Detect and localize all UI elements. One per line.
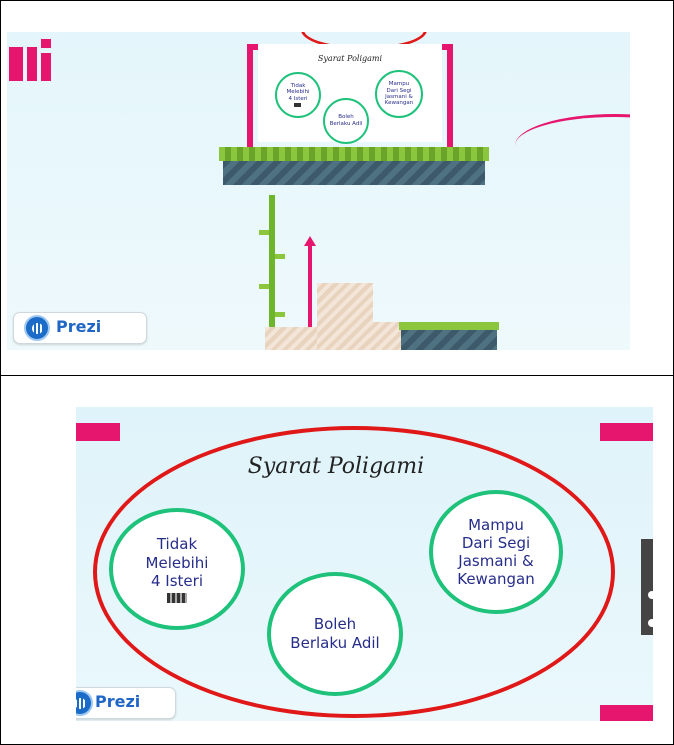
prezi-logo-icon	[76, 690, 93, 716]
slide-title-small: Syarat Poligami	[317, 54, 383, 63]
flag-icon	[294, 103, 302, 108]
prezi-label: Prezi	[56, 317, 102, 336]
pink-logo-fragment	[27, 47, 37, 81]
stone-platform	[223, 161, 485, 185]
vine-leaf	[275, 312, 285, 317]
pink-bar-top-right	[600, 423, 653, 441]
prezi-label: Prezi	[95, 692, 141, 711]
vine	[269, 195, 275, 350]
pink-logo-fragment	[9, 47, 23, 81]
highlight-ellipse	[93, 426, 615, 718]
prezi-badge[interactable]: Prezi	[13, 312, 147, 344]
prezi-badge[interactable]: Prezi	[76, 687, 176, 719]
pink-bar-top-left	[76, 423, 120, 441]
wavy-block	[265, 327, 323, 350]
wavy-block-tall	[317, 283, 373, 350]
vine-leaf	[259, 230, 269, 235]
side-control-dot	[648, 619, 653, 627]
pink-bar-bottom-right	[600, 705, 653, 721]
side-control-dot	[648, 591, 653, 599]
vine-leaf	[275, 254, 285, 259]
vine-leaf	[259, 284, 269, 289]
pink-logo-fragment	[41, 39, 51, 48]
pink-logo-fragment	[41, 53, 51, 81]
side-control	[641, 539, 653, 635]
prezi-logo-icon	[24, 315, 50, 341]
up-arrow-icon	[304, 236, 316, 246]
stone-platform-small	[401, 330, 497, 350]
pink-curve	[515, 114, 630, 177]
up-arrow-shaft	[308, 245, 312, 350]
grass-platform-top	[219, 147, 489, 161]
grass-platform-small	[399, 322, 499, 330]
